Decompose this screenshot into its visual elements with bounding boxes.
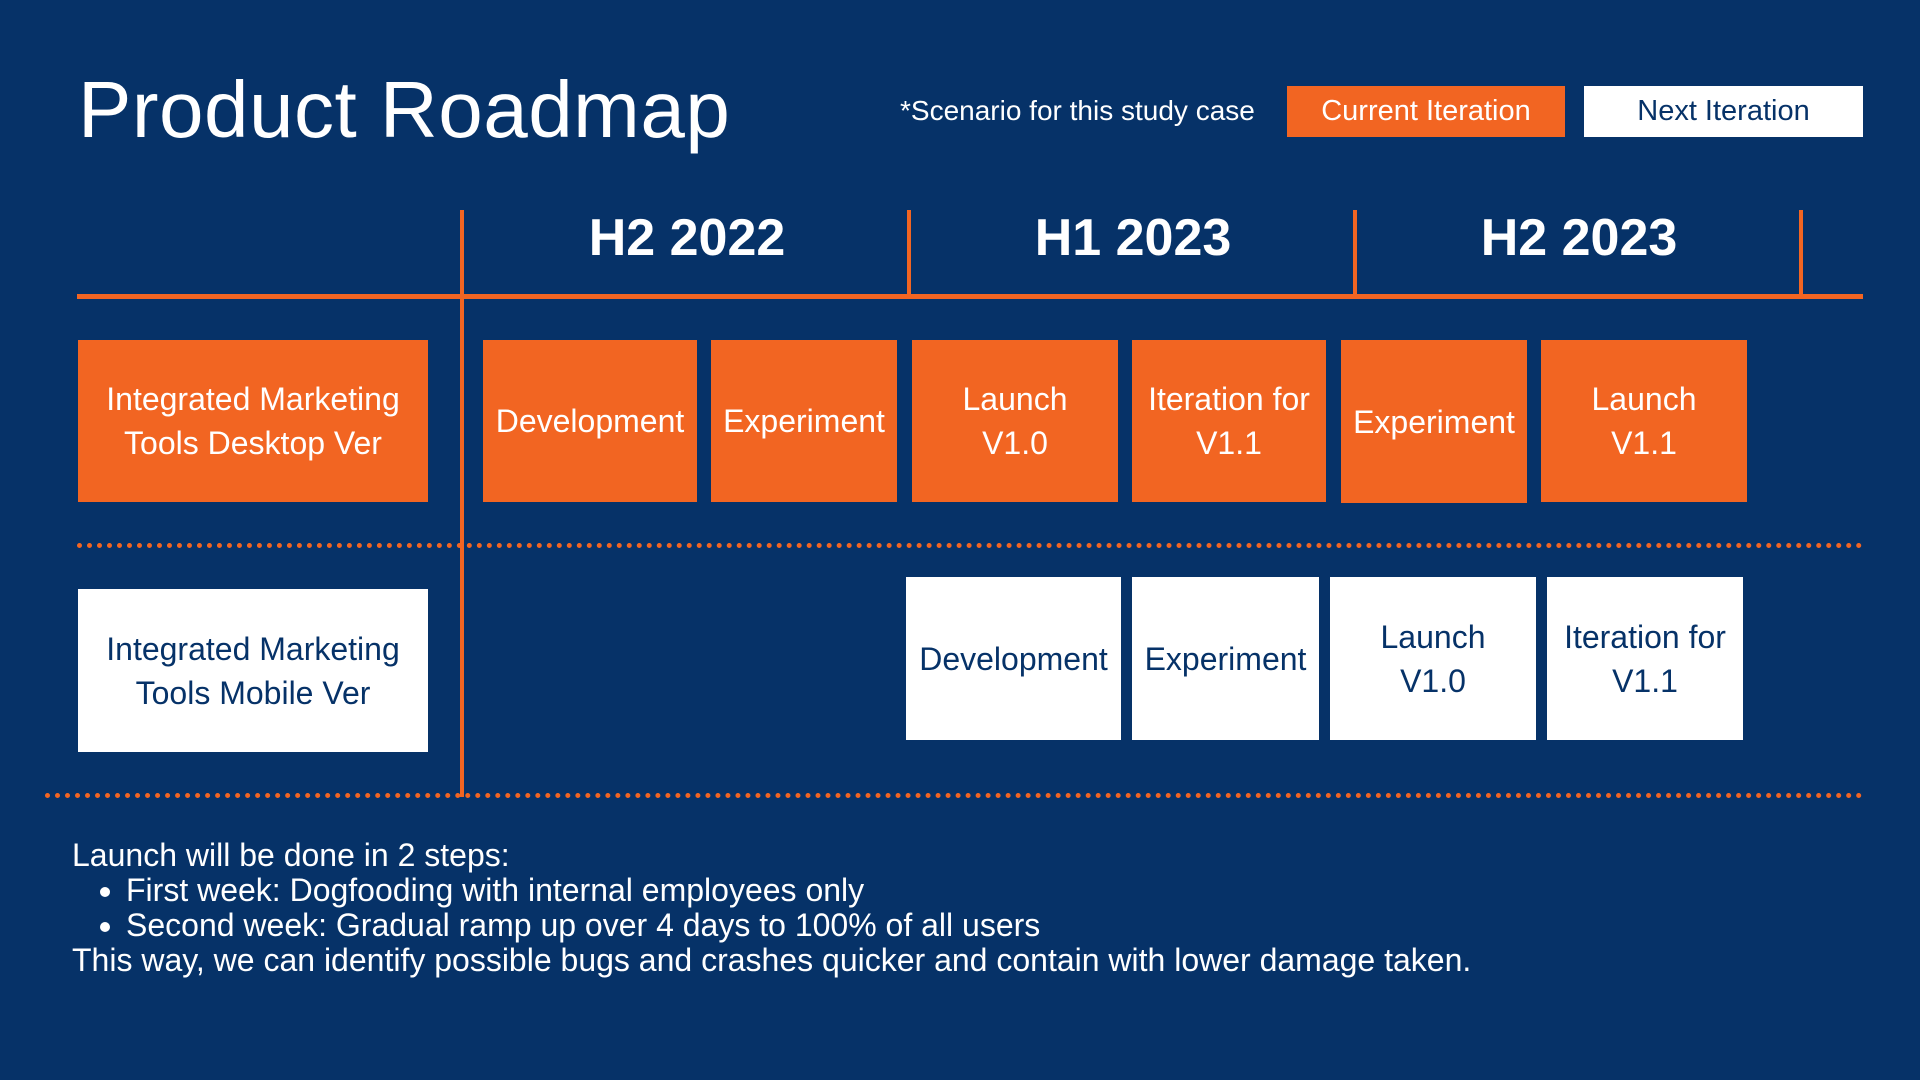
period-divider xyxy=(1799,210,1803,295)
period-divider xyxy=(1353,210,1357,295)
phase-label: Development xyxy=(495,403,685,439)
period-h1-2023: H1 2023 xyxy=(1034,209,1232,267)
phase-mobile-launch-v1-0: Launch V1.0 xyxy=(1330,577,1536,740)
legend-current-iteration: Current Iteration xyxy=(1287,86,1565,137)
period-h2-2023: H2 2023 xyxy=(1480,209,1678,267)
notes-bullet: Second week: Gradual ramp up over 4 days… xyxy=(126,908,1471,943)
notes-intro: Launch will be done in 2 steps: xyxy=(72,837,510,873)
notes-outro: This way, we can identify possible bugs … xyxy=(72,942,1472,978)
launch-notes: Launch will be done in 2 steps: First we… xyxy=(72,838,1471,978)
label-column-divider xyxy=(460,210,464,797)
row-label-text: Integrated Marketing Tools Desktop Ver xyxy=(106,381,400,461)
notes-list: First week: Dogfooding with internal emp… xyxy=(72,873,1471,943)
row-divider xyxy=(77,543,1863,548)
phase-mobile-experiment: Experiment xyxy=(1132,577,1319,740)
phase-desktop-experiment-2: Experiment xyxy=(1341,340,1527,503)
phase-label: Launch V1.0 xyxy=(1380,618,1486,699)
page-title: Product Roadmap xyxy=(78,65,731,154)
phase-desktop-development: Development xyxy=(483,340,697,502)
period-divider xyxy=(907,210,911,295)
header-divider xyxy=(77,294,1863,299)
row-divider xyxy=(45,793,1863,798)
phase-label: Iteration for V1.1 xyxy=(1148,381,1310,461)
phase-desktop-iteration-v1-1: Iteration for V1.1 xyxy=(1132,340,1326,502)
notes-bullet: First week: Dogfooding with internal emp… xyxy=(126,873,1471,908)
phase-label: Launch V1.0 xyxy=(962,381,1068,461)
phase-desktop-experiment: Experiment xyxy=(711,340,897,502)
row-label-desktop: Integrated Marketing Tools Desktop Ver xyxy=(78,340,428,502)
phase-label: Experiment xyxy=(1144,640,1307,677)
row-label-mobile: Integrated Marketing Tools Mobile Ver xyxy=(78,589,428,752)
legend-next-iteration: Next Iteration xyxy=(1584,86,1863,137)
phase-mobile-development: Development xyxy=(906,577,1121,740)
phase-desktop-launch-v1-0: Launch V1.0 xyxy=(912,340,1118,502)
phase-label: Launch V1.1 xyxy=(1591,381,1697,461)
scenario-note: *Scenario for this study case xyxy=(900,95,1255,126)
phase-desktop-launch-v1-1: Launch V1.1 xyxy=(1541,340,1747,502)
phase-label: Iteration for V1.1 xyxy=(1564,618,1726,699)
row-label-text: Integrated Marketing Tools Mobile Ver xyxy=(106,630,400,711)
phase-label: Experiment xyxy=(723,403,885,439)
phase-mobile-iteration-v1-1: Iteration for V1.1 xyxy=(1547,577,1743,740)
phase-label: Development xyxy=(919,640,1108,677)
phase-label: Experiment xyxy=(1353,403,1515,440)
period-h2-2022: H2 2022 xyxy=(588,209,786,267)
